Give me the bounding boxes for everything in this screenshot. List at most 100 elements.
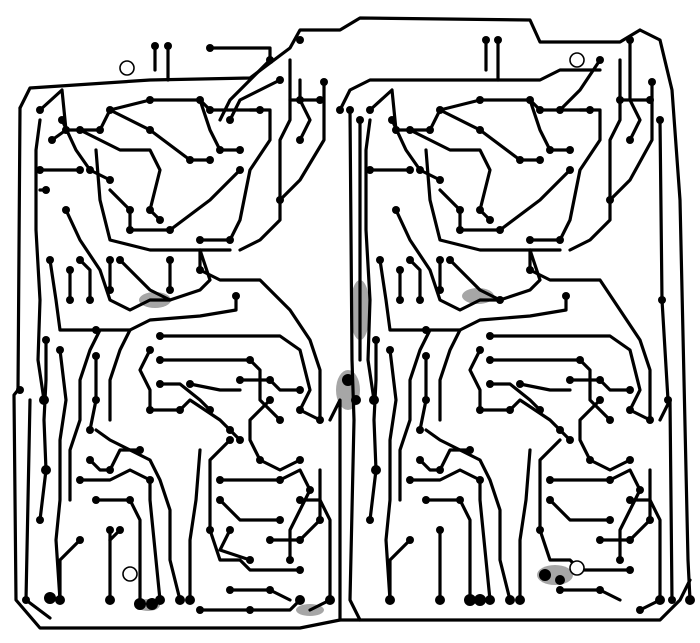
solder-pad [36, 106, 44, 114]
solder-pad [226, 116, 234, 124]
solder-pad [226, 236, 234, 244]
solder-pad [76, 256, 84, 264]
solder-pad [476, 126, 484, 134]
solder-pad [86, 456, 94, 464]
solder-pad [156, 380, 164, 388]
mounting-hole [569, 560, 585, 576]
solder-pad [655, 595, 665, 605]
mounting-hole [122, 566, 138, 582]
solder-pad [296, 96, 304, 104]
solder-pad [366, 106, 374, 114]
solder-pad [476, 96, 484, 104]
solder-pad [369, 395, 379, 405]
solder-pad [436, 526, 444, 534]
solder-pad [586, 456, 594, 464]
solder-pad [206, 156, 214, 164]
solder-pad [166, 286, 174, 294]
solder-pad [296, 456, 304, 464]
solder-pad [266, 376, 274, 384]
solder-pad [474, 594, 486, 606]
solder-pad [151, 42, 159, 50]
solder-pad [586, 106, 594, 114]
solder-pad [266, 586, 274, 594]
solder-pad [456, 206, 464, 214]
solder-pad [406, 536, 414, 544]
solder-pad [296, 36, 304, 44]
solder-pad [126, 226, 134, 234]
right-half-traces [364, 38, 674, 612]
solder-pad [55, 595, 65, 605]
solder-pad [166, 226, 174, 234]
solder-pad [386, 346, 394, 354]
solder-pad [296, 566, 304, 574]
solder-pad [92, 326, 100, 334]
solder-pad [496, 296, 504, 304]
mounting-hole [569, 52, 585, 68]
outer-traces [12, 16, 692, 630]
solder-pad [372, 336, 380, 344]
solder-pad [246, 606, 254, 614]
solder-pad [146, 206, 154, 214]
solder-pad [476, 406, 484, 414]
solder-pad [496, 226, 504, 234]
solder-pad [486, 332, 494, 340]
solder-pad [105, 595, 115, 605]
solder-pad [658, 296, 666, 304]
solder-pad [56, 346, 64, 354]
solder-pad [86, 426, 94, 434]
solder-pad [146, 346, 154, 354]
solder-pad [406, 166, 414, 174]
solder-pads [16, 36, 695, 614]
solder-pad [422, 352, 430, 360]
solder-pad [626, 496, 634, 504]
solder-pad [536, 156, 544, 164]
solder-pad [342, 374, 354, 386]
solder-pad [476, 206, 484, 214]
solder-pad [406, 256, 414, 264]
solder-pad [351, 395, 361, 405]
solder-pad [106, 526, 114, 534]
solder-pad [146, 476, 154, 484]
solder-pad [246, 556, 254, 564]
solder-pad [256, 106, 264, 114]
solder-pad [536, 526, 544, 534]
solder-pad [186, 380, 194, 388]
solder-pad [416, 426, 424, 434]
solder-pad [276, 76, 284, 84]
solder-pad [396, 296, 404, 304]
solder-pad [166, 256, 174, 264]
solder-pad [366, 166, 374, 174]
solder-pad [436, 256, 444, 264]
ink-smudges [136, 280, 573, 616]
solder-pad [246, 356, 254, 364]
solder-pad [566, 146, 574, 154]
solder-pad [146, 406, 154, 414]
solder-pad [325, 595, 335, 605]
solder-pad [366, 516, 374, 524]
solder-pad [371, 465, 381, 475]
solder-pad [76, 166, 84, 174]
solder-pad [316, 416, 324, 424]
solder-pad [62, 206, 70, 214]
solder-pad [422, 396, 430, 404]
solder-pad [58, 116, 66, 124]
solder-pad [62, 126, 70, 134]
solder-pad [136, 446, 144, 454]
solder-pad [22, 596, 30, 604]
solder-pad [516, 156, 524, 164]
solder-pad [36, 516, 44, 524]
mounting-holes [119, 52, 585, 582]
solder-pad [436, 286, 444, 294]
solder-pad [376, 256, 384, 264]
solder-pad [664, 396, 672, 404]
solder-pad [555, 575, 565, 585]
solder-pad [646, 416, 654, 424]
solder-pad [606, 476, 614, 484]
solder-pad [146, 598, 158, 610]
solder-pad [556, 106, 564, 114]
solder-pad [92, 396, 100, 404]
center-traces [338, 68, 602, 622]
solder-pad [536, 406, 544, 414]
solder-pad [566, 436, 574, 444]
